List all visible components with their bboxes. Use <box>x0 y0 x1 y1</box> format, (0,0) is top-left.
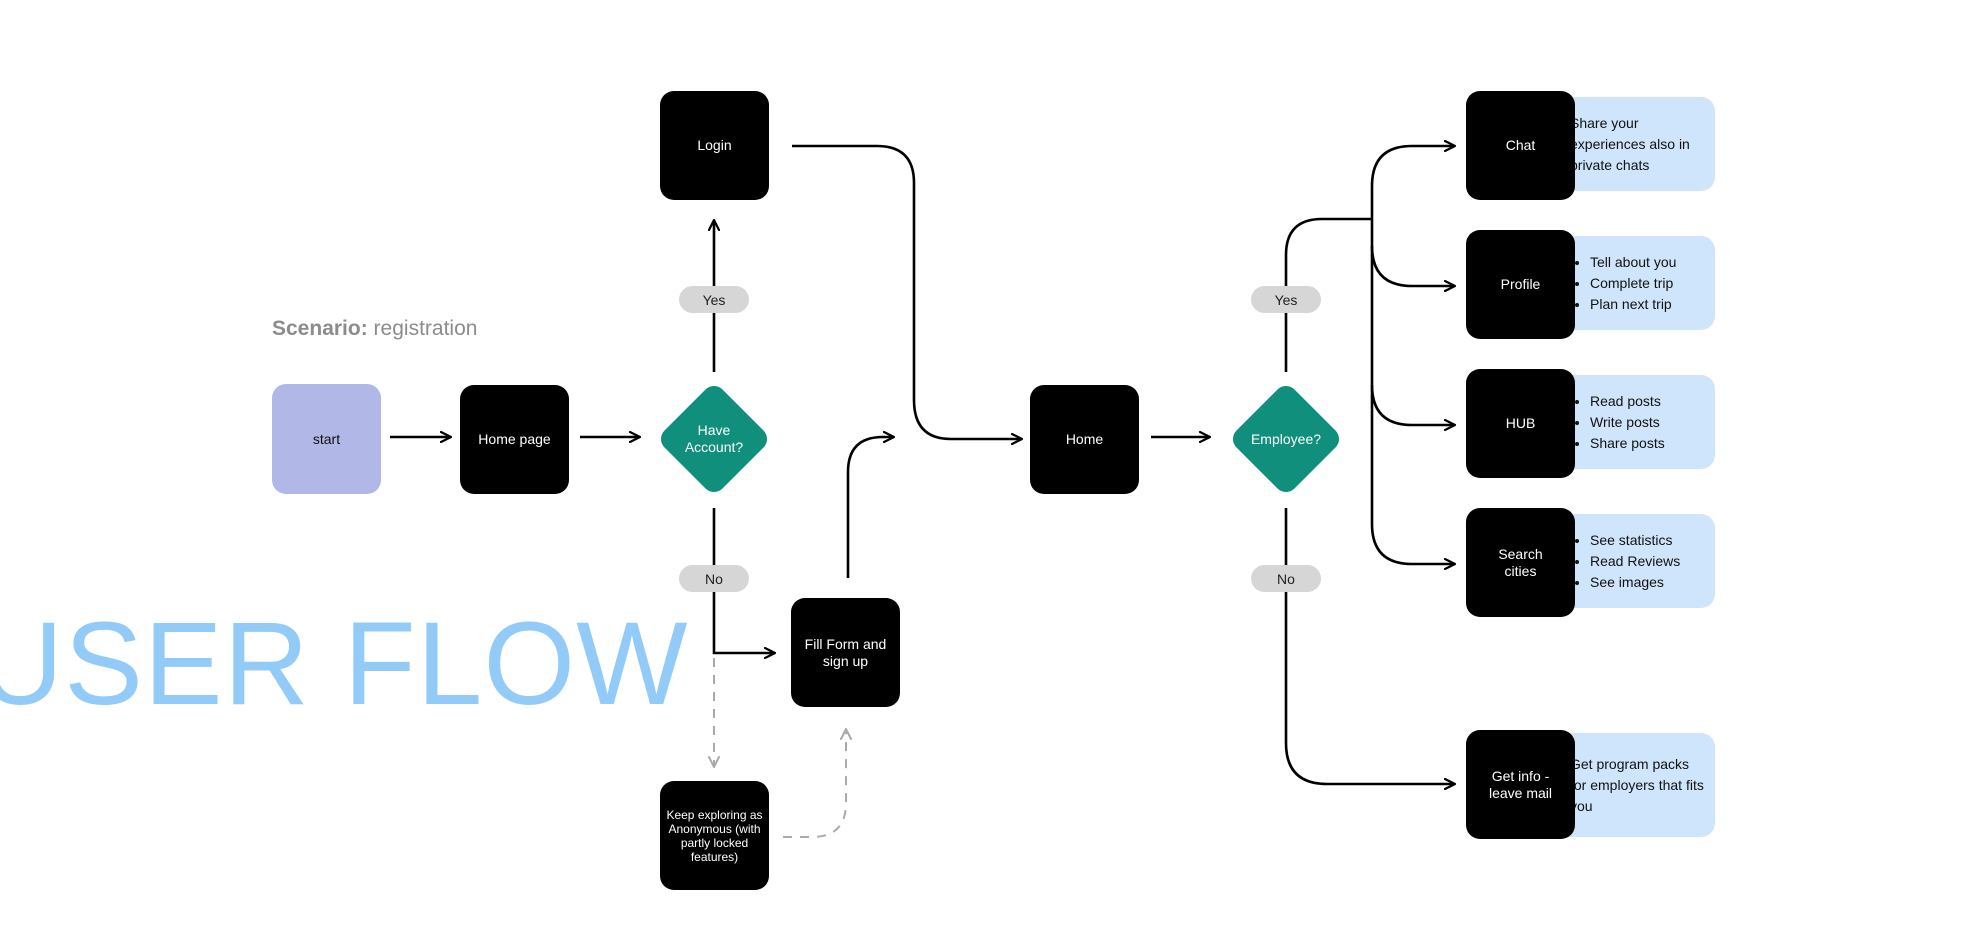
start-node: start <box>272 384 381 494</box>
home-node: Home <box>1030 385 1139 494</box>
list-item: Read posts <box>1590 391 1705 412</box>
profile-note-list: Tell about you Complete trip Plan next t… <box>1570 252 1705 315</box>
chat-note-text: Share your experiences also in private c… <box>1570 114 1690 173</box>
list-item: Tell about you <box>1590 252 1705 273</box>
login-node: Login <box>660 91 769 200</box>
arrow-employee-yes-branch <box>1284 217 1372 372</box>
yes-label-1: Yes <box>679 286 749 313</box>
profile-note: Tell about you Complete trip Plan next t… <box>1560 236 1715 330</box>
chat-note: Share your experiences also in private c… <box>1560 97 1715 191</box>
list-item: Share posts <box>1590 433 1705 454</box>
fill-form-node: Fill Form and sign up <box>791 598 900 707</box>
hub-note: Read posts Write posts Share posts <box>1560 375 1715 469</box>
hub-note-list: Read posts Write posts Share posts <box>1570 391 1705 454</box>
list-item: Write posts <box>1590 412 1705 433</box>
no-label-2: No <box>1251 565 1321 592</box>
arrow-form-to-home <box>846 437 894 578</box>
dashed-arrow-anonymous-to-form <box>783 728 852 838</box>
list-item: See images <box>1590 572 1705 593</box>
page-title: USER FLOW <box>0 598 689 730</box>
search-note-list: See statistics Read Reviews See images <box>1570 530 1705 593</box>
scenario-value: registration <box>373 317 478 340</box>
no-label-1: No <box>679 565 749 592</box>
arrow-to-chat <box>1370 146 1455 219</box>
chat-node: Chat <box>1466 91 1575 200</box>
yes-label-2: Yes <box>1251 286 1321 313</box>
employee-decision: Employee? <box>1228 381 1344 497</box>
list-item: Read Reviews <box>1590 551 1705 572</box>
hub-node: HUB <box>1466 369 1575 478</box>
scenario-label: Scenario: <box>272 317 368 340</box>
list-item: See statistics <box>1590 530 1705 551</box>
profile-node: Profile <box>1466 230 1575 339</box>
get-info-note-text: Get program packs for employers that fit… <box>1570 755 1704 814</box>
keep-exploring-node: Keep exploring as Anonymous (with partly… <box>660 781 769 890</box>
arrow-to-search <box>1370 385 1455 564</box>
get-info-node: Get info - leave mail <box>1466 730 1575 839</box>
search-cities-node: Search cities <box>1466 508 1575 617</box>
list-item: Plan next trip <box>1590 294 1705 315</box>
home-page-node: Home page <box>460 385 569 494</box>
arrow-to-hub <box>1370 246 1455 425</box>
list-item: Complete trip <box>1590 273 1705 294</box>
arrow-decision-no-to-form <box>712 508 775 653</box>
have-account-label: Have Account? <box>684 422 744 455</box>
search-note: See statistics Read Reviews See images <box>1560 514 1715 608</box>
get-info-note: Get program packs for employers that fit… <box>1560 733 1715 837</box>
employee-label: Employee? <box>1250 430 1322 447</box>
arrow-login-to-home <box>792 144 1022 439</box>
have-account-decision: Have Account? <box>656 381 772 497</box>
scenario-caption: Scenario: registration <box>272 317 477 341</box>
arrow-to-profile <box>1370 219 1455 286</box>
arrow-employee-no-to-getinfo <box>1284 508 1455 784</box>
